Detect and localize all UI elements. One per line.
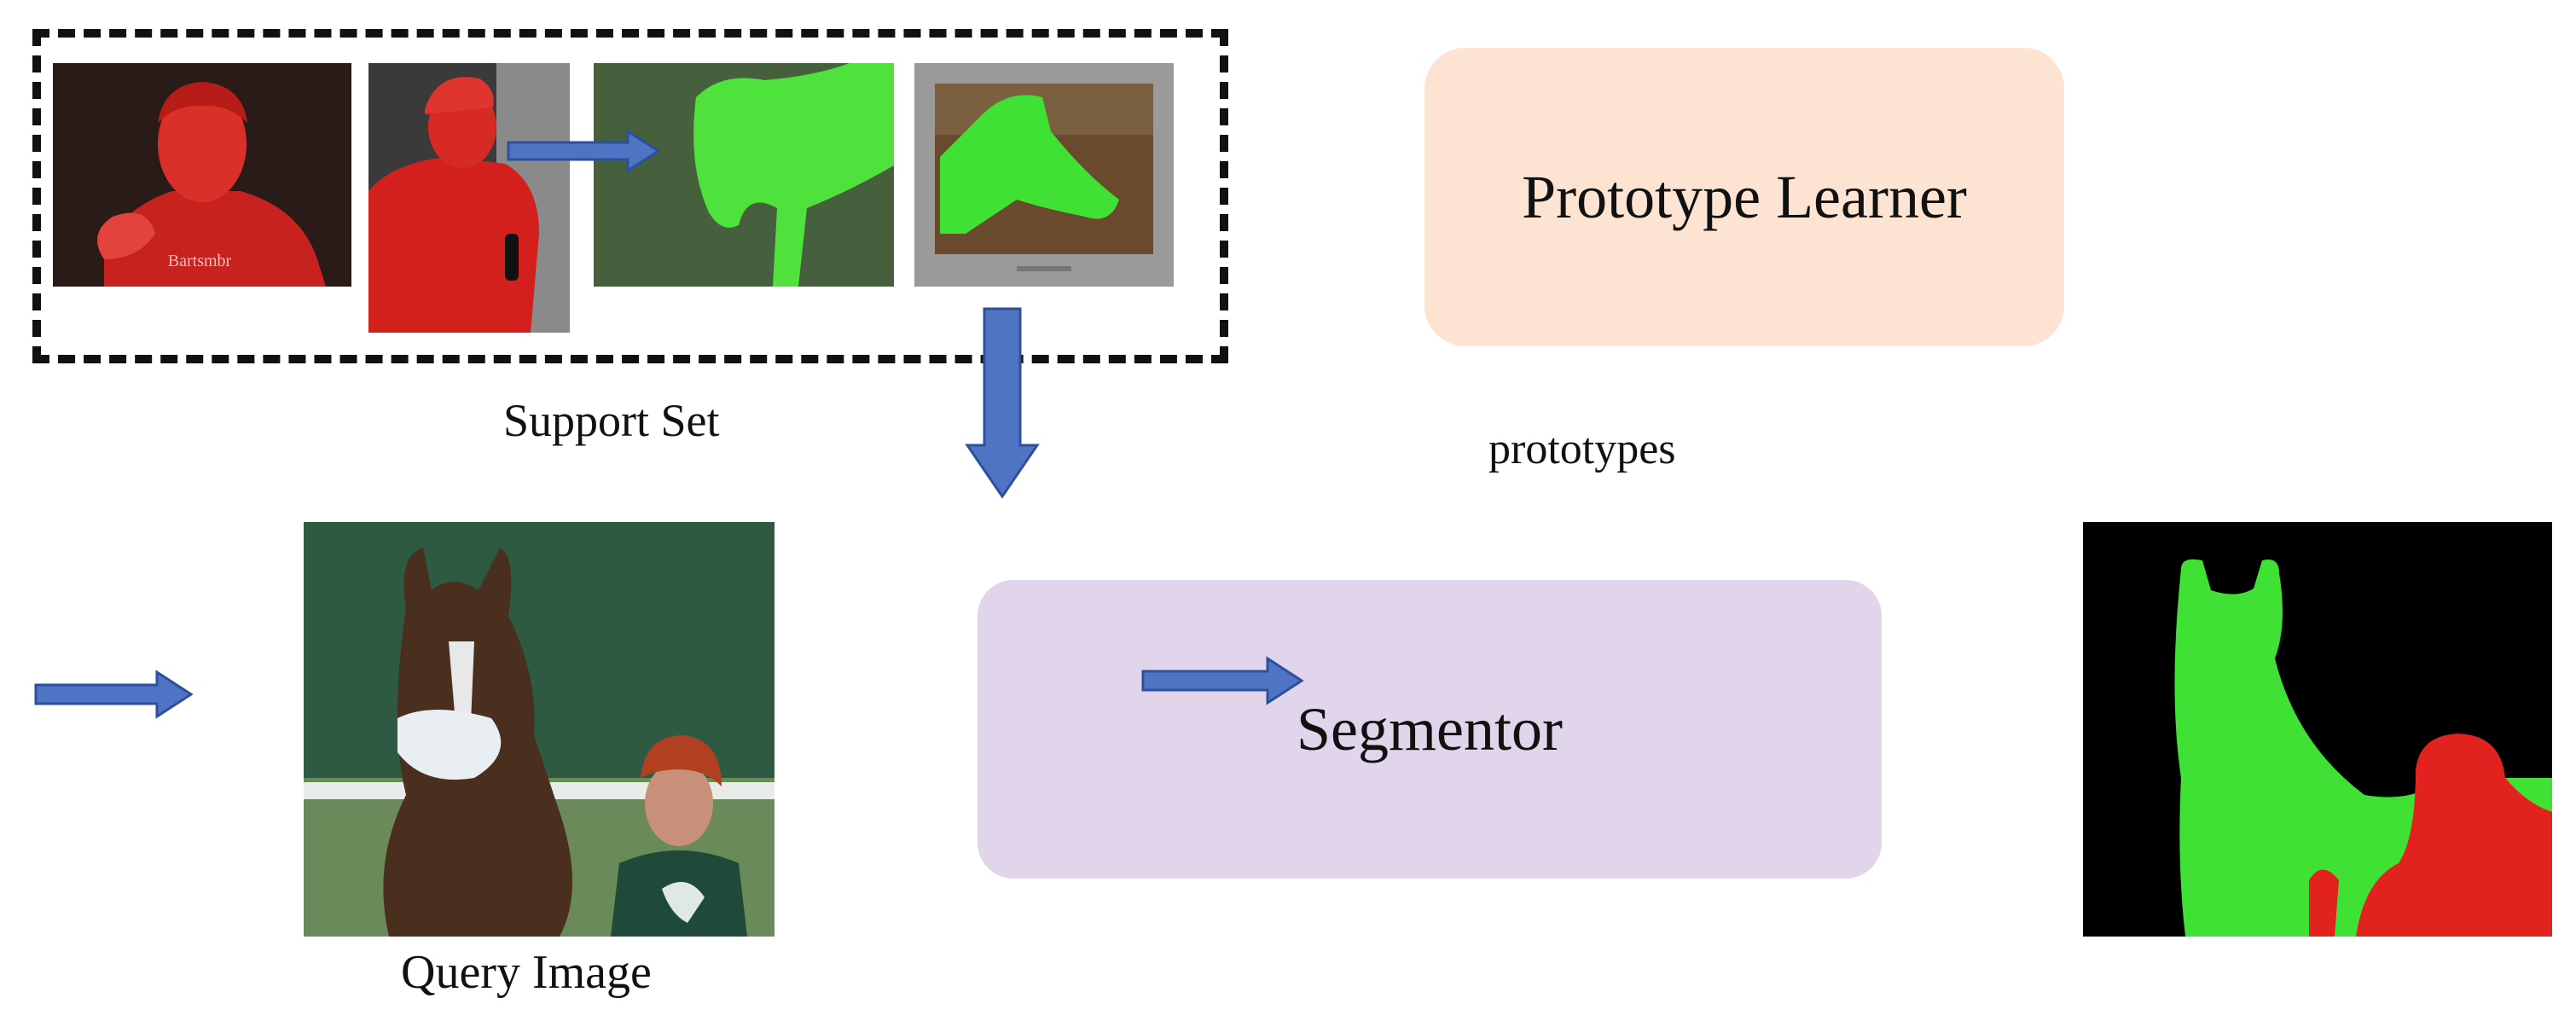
- support-image-person-2: [368, 63, 570, 333]
- input-arrow: [34, 670, 194, 719]
- output-segmentation-mask: [2083, 522, 2552, 937]
- support-image-horse-1: [594, 63, 894, 287]
- prototype-learner-label: Prototype Learner: [1522, 162, 1967, 231]
- support-inner-arrow: [507, 129, 661, 173]
- support-image-logo-text: Bartsmbr: [168, 252, 232, 270]
- support-to-segmentor-arrow: [965, 307, 1040, 499]
- support-set-label: Support Set: [503, 395, 720, 446]
- support-image-person-1: Bartsmbr: [53, 63, 351, 287]
- support-image-horse-2: [914, 63, 1174, 287]
- segmentor-inner-arrow: [1141, 656, 1304, 705]
- segmentor-box: Segmentor: [978, 580, 1882, 879]
- segmentor-label: Segmentor: [1297, 694, 1563, 763]
- query-image: [304, 522, 775, 937]
- query-image-label: Query Image: [401, 946, 652, 999]
- prototypes-label: prototypes: [1488, 425, 1676, 473]
- support-set-frame: [32, 29, 1228, 363]
- prototype-learner-box: Prototype Learner: [1424, 48, 2064, 346]
